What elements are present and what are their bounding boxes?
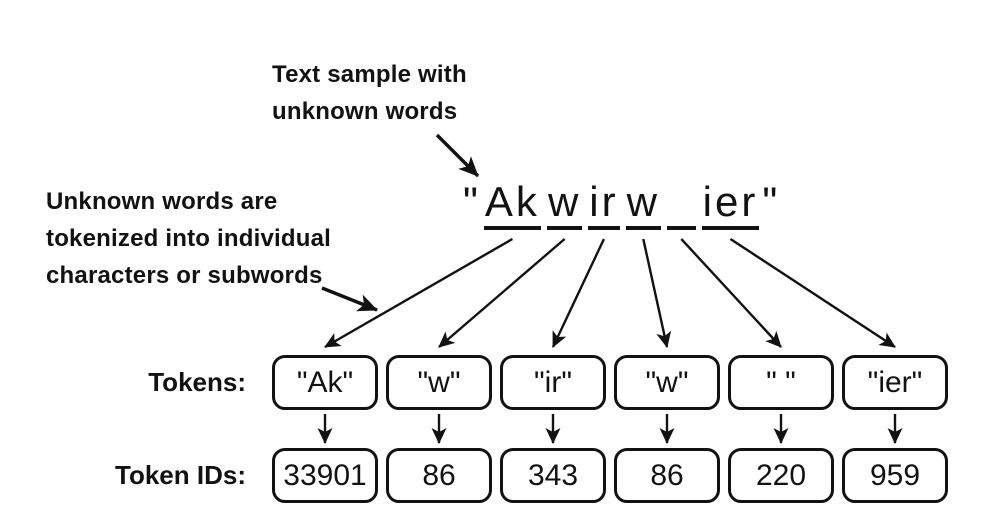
close-quote: ": [762, 178, 781, 225]
fan-arrow: [729, 237, 896, 349]
token-id-box: 343: [500, 448, 606, 503]
sample-segment: w: [625, 180, 661, 230]
top-annotation: Text sample with unknown words: [272, 56, 467, 130]
token-box: "ir": [500, 355, 606, 410]
token-box: "ier": [842, 355, 948, 410]
sample-segment: ier: [701, 180, 760, 230]
annotation-line: tokenized into individual: [46, 225, 332, 252]
sample-segment-space: [666, 180, 696, 230]
token-ids-row: Token IDs: 33901 86 343 86 220 959: [0, 448, 996, 503]
annotation-line: Text sample with: [272, 61, 467, 88]
annotation-line: characters or subwords: [46, 262, 323, 289]
open-quote: ": [463, 178, 481, 225]
tokens-row: Tokens: "Ak" "w" "ir" "w" " " "ier": [0, 355, 996, 410]
sample-segment: w: [546, 180, 583, 230]
token-ids-label: Token IDs:: [115, 460, 246, 490]
token-id-box: 959: [842, 448, 948, 503]
token-boxes: "Ak" "w" "ir" "w" " " "ier": [272, 355, 948, 410]
fan-arrow: [680, 238, 782, 348]
fan-arrow: [324, 237, 514, 349]
token-box: " ": [728, 355, 834, 410]
annotation-line: Unknown words are: [46, 188, 278, 215]
sample-segment: Ak: [483, 180, 541, 230]
left-annotation: Unknown words are tokenized into individ…: [46, 183, 331, 294]
fan-arrow: [438, 238, 566, 348]
token-id-box: 86: [386, 448, 492, 503]
token-id-boxes: 33901 86 343 86 220 959: [272, 448, 948, 503]
token-box: "Ak": [272, 355, 378, 410]
tokens-label: Tokens:: [148, 367, 246, 397]
token-id-box: 220: [728, 448, 834, 503]
token-box: "w": [386, 355, 492, 410]
sample-segment: ir: [588, 180, 620, 230]
fan-arrow: [642, 238, 672, 348]
top-annotation-arrow: [435, 133, 480, 178]
annotation-line: unknown words: [272, 98, 458, 125]
token-box: "w": [614, 355, 720, 410]
token-id-box: 86: [614, 448, 720, 503]
token-id-box: 33901: [272, 448, 378, 503]
fan-arrow: [551, 238, 606, 348]
